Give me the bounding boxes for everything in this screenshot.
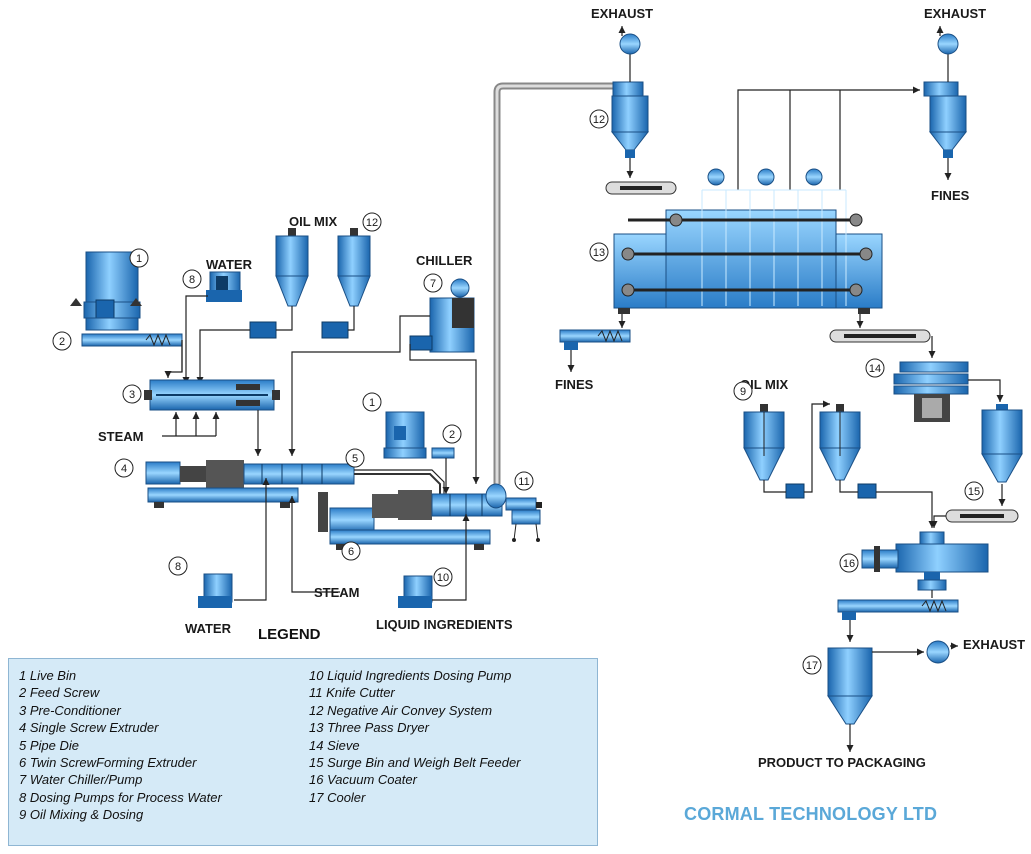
surge-bin <box>982 404 1022 482</box>
pre-conditioner <box>144 380 280 410</box>
legend-item: 11 Knife Cutter <box>309 684 521 701</box>
number-5: 5 <box>352 453 358 465</box>
legend-item: 9 Oil Mixing & Dosing <box>19 806 222 823</box>
legend-item: 2 Feed Screw <box>19 684 222 701</box>
exhaust-label-3: EXHAUST <box>963 637 1025 652</box>
number-11: 11 <box>518 476 529 488</box>
number-14: 14 <box>869 363 881 375</box>
number-3: 3 <box>129 389 135 401</box>
dryer-fan-icon <box>708 169 724 185</box>
exhaust-fan-icon <box>927 641 949 663</box>
fines-label-2: FINES <box>555 377 594 392</box>
legend-right-column: 10 Liquid Ingredients Dosing Pump 11 Kni… <box>309 667 521 806</box>
twin-screw-forming-extruder <box>318 484 506 550</box>
legend-item: 10 Liquid Ingredients Dosing Pump <box>309 667 521 684</box>
exhaust-label-2: EXHAUST <box>924 6 986 21</box>
legend-item: 3 Pre-Conditioner <box>19 702 222 719</box>
number-6: 6 <box>348 546 354 558</box>
oil-mix-label-1: OIL MIX <box>289 214 337 229</box>
number-13: 13 <box>593 247 605 259</box>
liquid-ingredients-label: LIQUID INGREDIENTS <box>376 617 513 632</box>
number-4: 4 <box>121 463 127 475</box>
legend-box: 1 Live Bin 2 Feed Screw 3 Pre-Conditione… <box>8 658 598 846</box>
legend-item: 13 Three Pass Dryer <box>309 719 521 736</box>
cyclone-12-left <box>612 26 648 158</box>
legend-item: 15 Surge Bin and Weigh Belt Feeder <box>309 754 521 771</box>
number-8: 8 <box>175 561 181 573</box>
legend-item: 7 Water Chiller/Pump <box>19 771 222 788</box>
number-10: 10 <box>437 572 449 584</box>
legend-item: 8 Dosing Pumps for Process Water <box>19 789 222 806</box>
cyclone-12-right <box>924 26 966 158</box>
cooler <box>828 648 872 724</box>
legend-item: 17 Cooler <box>309 789 521 806</box>
water-label-1: WATER <box>206 257 253 272</box>
legend-item: 1 Live Bin <box>19 667 222 684</box>
exhaust-fan-icon <box>620 34 640 54</box>
live-bin-1 <box>70 252 142 330</box>
number-17: 17 <box>806 660 818 672</box>
number-1: 1 <box>369 397 375 409</box>
number-1: 1 <box>136 253 142 265</box>
number-12: 12 <box>593 114 605 126</box>
number-15: 15 <box>968 486 980 498</box>
steam-label-1: STEAM <box>98 429 144 444</box>
water-pump-8-bottom <box>198 574 232 608</box>
dryer-fan-icon <box>758 169 774 185</box>
legend-item: 16 Vacuum Coater <box>309 771 521 788</box>
number-2: 2 <box>59 336 65 348</box>
number-16: 16 <box>843 558 855 570</box>
legend-item: 4 Single Screw Extruder <box>19 719 222 736</box>
legend-left-column: 1 Live Bin 2 Feed Screw 3 Pre-Conditione… <box>19 667 222 824</box>
steam-label-2: STEAM <box>314 585 360 600</box>
chiller-label: CHILLER <box>416 253 473 268</box>
number-12: 12 <box>366 217 378 229</box>
product-to-packaging-label: PRODUCT TO PACKAGING <box>758 755 926 770</box>
legend-item: 14 Sieve <box>309 737 521 754</box>
feed-screw-2 <box>82 334 182 346</box>
convey-pipe <box>497 86 625 484</box>
company-name: CORMAL TECHNOLOGY LTD <box>684 804 937 825</box>
vacuum-coater <box>862 532 988 590</box>
knife-cutter <box>506 498 542 542</box>
exhaust-fan-icon <box>938 34 958 54</box>
legend-title: LEGEND <box>258 626 321 643</box>
exhaust-label-1: EXHAUST <box>591 6 653 21</box>
legend-item: 6 Twin ScrewForming Extruder <box>19 754 222 771</box>
number-8: 8 <box>189 274 195 286</box>
liquid-ingredients-pump <box>398 576 432 608</box>
legend-item: 5 Pipe Die <box>19 737 222 754</box>
water-pump-8-top <box>206 272 242 302</box>
oil-mix-tanks-top <box>250 228 370 338</box>
fines-label-1: FINES <box>931 188 970 203</box>
legend-item: 12 Negative Air Convey System <box>309 702 521 719</box>
water-label-2: WATER <box>185 621 232 636</box>
dryer-fan-icon <box>806 169 822 185</box>
sieve <box>894 362 968 422</box>
number-2: 2 <box>449 429 455 441</box>
number-7: 7 <box>430 278 436 290</box>
number-9: 9 <box>740 386 746 398</box>
